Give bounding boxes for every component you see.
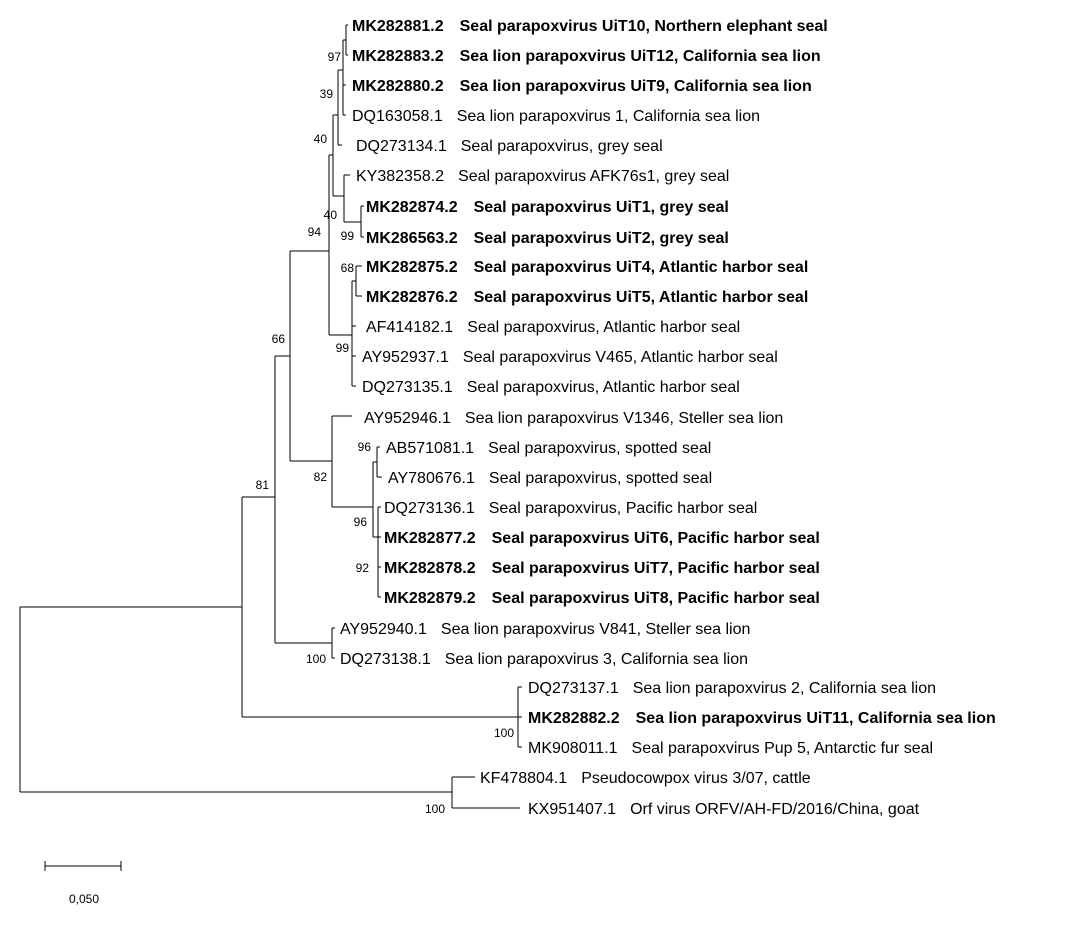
bootstrap-value: 40 [324,208,338,222]
bootstrap-value: 100 [425,802,445,816]
bootstrap-value: 39 [320,87,334,101]
bootstrap-value: 66 [272,332,286,346]
bootstrap-values: 97 39 40 40 99 94 68 99 66 96 82 96 92 8… [256,50,515,816]
bootstrap-value: 99 [336,341,350,355]
bootstrap-value: 92 [356,561,370,575]
bootstrap-value: 100 [306,652,326,666]
bootstrap-value: 68 [341,261,355,275]
bootstrap-value: 96 [358,440,372,454]
scale-bar: 0,050 [44,861,122,906]
bootstrap-value: 82 [314,470,328,484]
bootstrap-value: 40 [314,132,328,146]
bootstrap-value: 100 [494,726,514,740]
bootstrap-value: 97 [328,50,342,64]
tree-branches [19,24,522,809]
bootstrap-value: 81 [256,478,270,492]
bootstrap-value: 96 [354,515,368,529]
bootstrap-value: 94 [308,225,322,239]
scale-bar-label: 0,050 [69,892,99,906]
bootstrap-value: 99 [341,229,355,243]
